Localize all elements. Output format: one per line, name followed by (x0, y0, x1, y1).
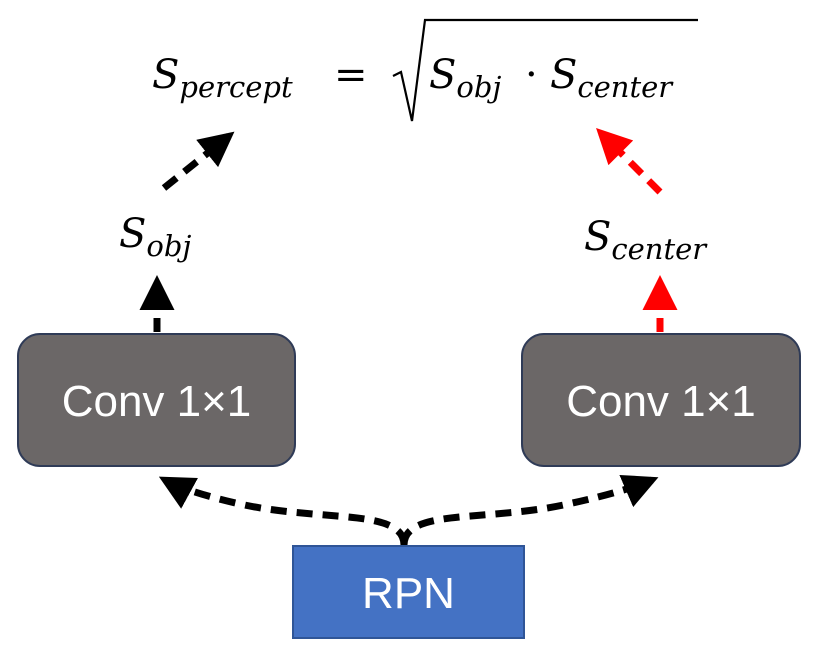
scenter-label-subscript: center (611, 232, 708, 266)
svg-text:Spercept: Spercept (152, 52, 293, 104)
rpn-box: RPN (292, 545, 525, 639)
scenter-label-base: S (584, 214, 611, 260)
percept-score-formula: Spercept = Sobj · Scenter (152, 18, 698, 122)
arrow-scenter-to-formula (596, 128, 663, 195)
formula-lhs-subscript: percept (179, 70, 293, 104)
formula-s-obj-base: S (429, 52, 456, 98)
conv-right-box: Conv 1×1 (521, 333, 801, 467)
rpn-label: RPN (362, 569, 455, 618)
svg-text:Sobj: Sobj (119, 211, 191, 263)
sobj-label-base: S (119, 211, 146, 257)
arrow-rpn-to-conv-left (158, 476, 408, 546)
formula-s-obj-subscript: obj (456, 70, 501, 104)
conv-left-label: Conv 1×1 (62, 377, 252, 426)
formula-s-center-base: S (550, 52, 577, 98)
formula-dot: · (525, 52, 538, 98)
conv-left-box: Conv 1×1 (17, 333, 296, 467)
svg-text:Sobj: Sobj (429, 52, 501, 104)
right-branch: Scenter Conv 1×1 (521, 128, 801, 467)
formula-equals: = (334, 52, 368, 98)
arrow-sobj-to-formula (161, 131, 235, 191)
formula-lhs-base: S (152, 52, 179, 98)
sqrt-radical-icon (392, 18, 698, 122)
svg-text:Scenter: Scenter (584, 214, 708, 266)
conv-right-label: Conv 1×1 (566, 377, 756, 426)
left-branch: Sobj Conv 1×1 (17, 131, 296, 467)
svg-text:Scenter: Scenter (550, 52, 674, 104)
sobj-label-subscript: obj (146, 229, 191, 263)
arrow-rpn-to-conv-right (400, 474, 659, 546)
formula-s-center-subscript: center (577, 70, 674, 104)
